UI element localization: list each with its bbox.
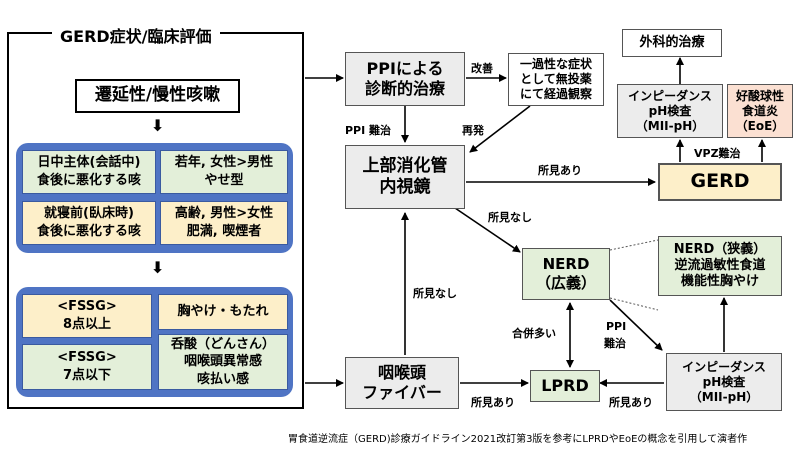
cell-text: 胸やけ・もたれ [177, 304, 269, 320]
nerd-narrow-box: NERD（狭義） 逆流過敏性食道 機能性胸やけ [658, 236, 782, 296]
nerd-broad-box: NERD （広義） [522, 248, 610, 300]
cell-text: 食後に悪化する咳 [36, 173, 141, 188]
label-findings-no: 所見なし [488, 211, 532, 224]
node-text: 機能性胸やけ [680, 274, 759, 290]
cell-heartburn: 胸やけ・もたれ [158, 294, 288, 330]
eoe-box: 好酸球性 食道炎 （EoE） [727, 84, 793, 138]
node-text: GERD [690, 170, 750, 193]
cell-text: 肥満, 喫煙者 [186, 224, 262, 239]
panel-title: GERD症状/臨床評価 [52, 23, 220, 47]
dotted-link-bottom [609, 297, 659, 311]
node-text: pH検査 [702, 374, 746, 389]
cell-text: 呑酸（どんさん） [170, 336, 275, 352]
cell-text: やせ型 [204, 173, 244, 188]
lprd-box: LPRD [530, 370, 600, 402]
label-ppi-resistant-2: PPI [606, 320, 627, 333]
node-text: （広義） [535, 274, 596, 292]
cell-text: <FSSG> [57, 299, 117, 315]
node-text: にて経過観察 [519, 87, 592, 101]
node-text: 一過性な症状 [519, 57, 592, 71]
label-fiber-findings-no: 所見なし [413, 287, 457, 300]
label-ppi-resistant-2b: 難治 [604, 337, 626, 350]
node-text: 咽喉頭 [377, 363, 426, 382]
cell-acid-reflux: 呑酸（どんさん） 咽喉頭異常感 咳払い感 [158, 334, 288, 390]
footer-citation: 胃食道逆流症（GERD)診療ガイドライン2021改訂第3版を参考にLPRDやEo… [288, 434, 748, 445]
node-text: 内視鏡 [379, 177, 431, 197]
node-text: pH検査 [648, 103, 692, 118]
node-text: として無投薬 [520, 72, 592, 86]
down-arrow-1: ⬇ [151, 116, 165, 135]
label-findings-yes: 所見あり [538, 164, 582, 177]
label-mii-findings-yes: 所見あり [609, 396, 653, 409]
node-text: 逆流過敏性食道 [674, 257, 766, 273]
cell-text: 咽喉頭異常感 [183, 354, 262, 370]
node-text: LPRD [541, 376, 589, 395]
arrow-observe-to-endoscopy [469, 105, 531, 153]
cell-young-female: 若年, 女性>男性 やせ型 [160, 150, 288, 194]
node-text: 好酸球性 [735, 88, 784, 103]
node-text: 食道炎 [741, 103, 778, 118]
label-improve: 改善 [471, 62, 493, 75]
cell-fssg-low: <FSSG> 7点以下 [22, 344, 152, 390]
cell-text: 咳払い感 [196, 371, 249, 387]
node-text: （MII-pH） [635, 118, 705, 133]
observation-box: 一過性な症状 として無投薬 にて経過観察 [508, 53, 604, 106]
node-text: （EoE） [735, 118, 785, 133]
surgery-box: 外科的治療 [622, 29, 722, 57]
cell-daytime-cough: 日中主体(会話中) 食後に悪化する咳 [22, 150, 156, 194]
label-ppi-resistant: PPI 難治 [345, 124, 392, 137]
endoscopy-box: 上部消化管 内視鏡 [345, 145, 465, 209]
node-text: インピーダンス [628, 88, 712, 103]
symptom-label: 遷延性/慢性咳嗽 [94, 85, 221, 106]
node-text: PPIによる [366, 59, 444, 78]
cell-bedtime-cough: 就寝前(臥床時) 食後に悪化する咳 [22, 201, 156, 245]
label-often-combined: 合併多い [512, 327, 556, 340]
ppi-diagnostic-therapy-box: PPIによる 診断的治療 [345, 52, 465, 106]
dotted-link-top [609, 239, 659, 251]
symptom-box: 遷延性/慢性咳嗽 [75, 79, 240, 113]
arrow-endoscopy-to-nerd [454, 207, 521, 253]
cell-text: 8点以上 [62, 317, 112, 332]
node-text: 上部消化管 [362, 155, 448, 176]
node-text: 外科的治療 [639, 34, 705, 50]
node-text: ファイバー [362, 383, 442, 402]
cell-text: <FSSG> [57, 350, 117, 366]
cell-text: 若年, 女性>男性 [174, 155, 274, 171]
impedance-ph-box-top: インピーダンス pH検査 （MII-pH） [617, 84, 723, 138]
node-text: NERD（狭義） [673, 241, 767, 257]
node-text: 診断的治療 [364, 79, 445, 98]
cell-text: 食後に悪化する咳 [36, 224, 141, 239]
node-text: （MII-pH） [689, 389, 759, 404]
label-relapse: 再発 [462, 124, 484, 137]
label-vpz-resistant: VPZ難治 [694, 147, 741, 160]
arrow-nerd-to-impedance [609, 299, 663, 351]
gerd-box: GERD [658, 163, 782, 201]
cell-text: 高齢, 男性>女性 [174, 206, 274, 222]
label-fiber-findings-yes: 所見あり [471, 396, 515, 409]
cell-text: 日中主体(会話中) [37, 155, 141, 171]
node-text: インピーダンス [682, 359, 766, 374]
cell-elderly-male: 高齢, 男性>女性 肥満, 喫煙者 [160, 201, 288, 245]
down-arrow-2: ⬇ [151, 258, 165, 277]
laryngeal-fiberscope-box: 咽喉頭 ファイバー [345, 357, 459, 409]
cell-text: 就寝前(臥床時) [44, 206, 134, 222]
node-text: NERD [542, 255, 590, 274]
impedance-ph-box-bottom: インピーダンス pH検査 （MII-pH） [666, 353, 782, 411]
cell-fssg-high: <FSSG> 8点以上 [22, 294, 152, 338]
cell-text: 7点以下 [62, 368, 112, 383]
